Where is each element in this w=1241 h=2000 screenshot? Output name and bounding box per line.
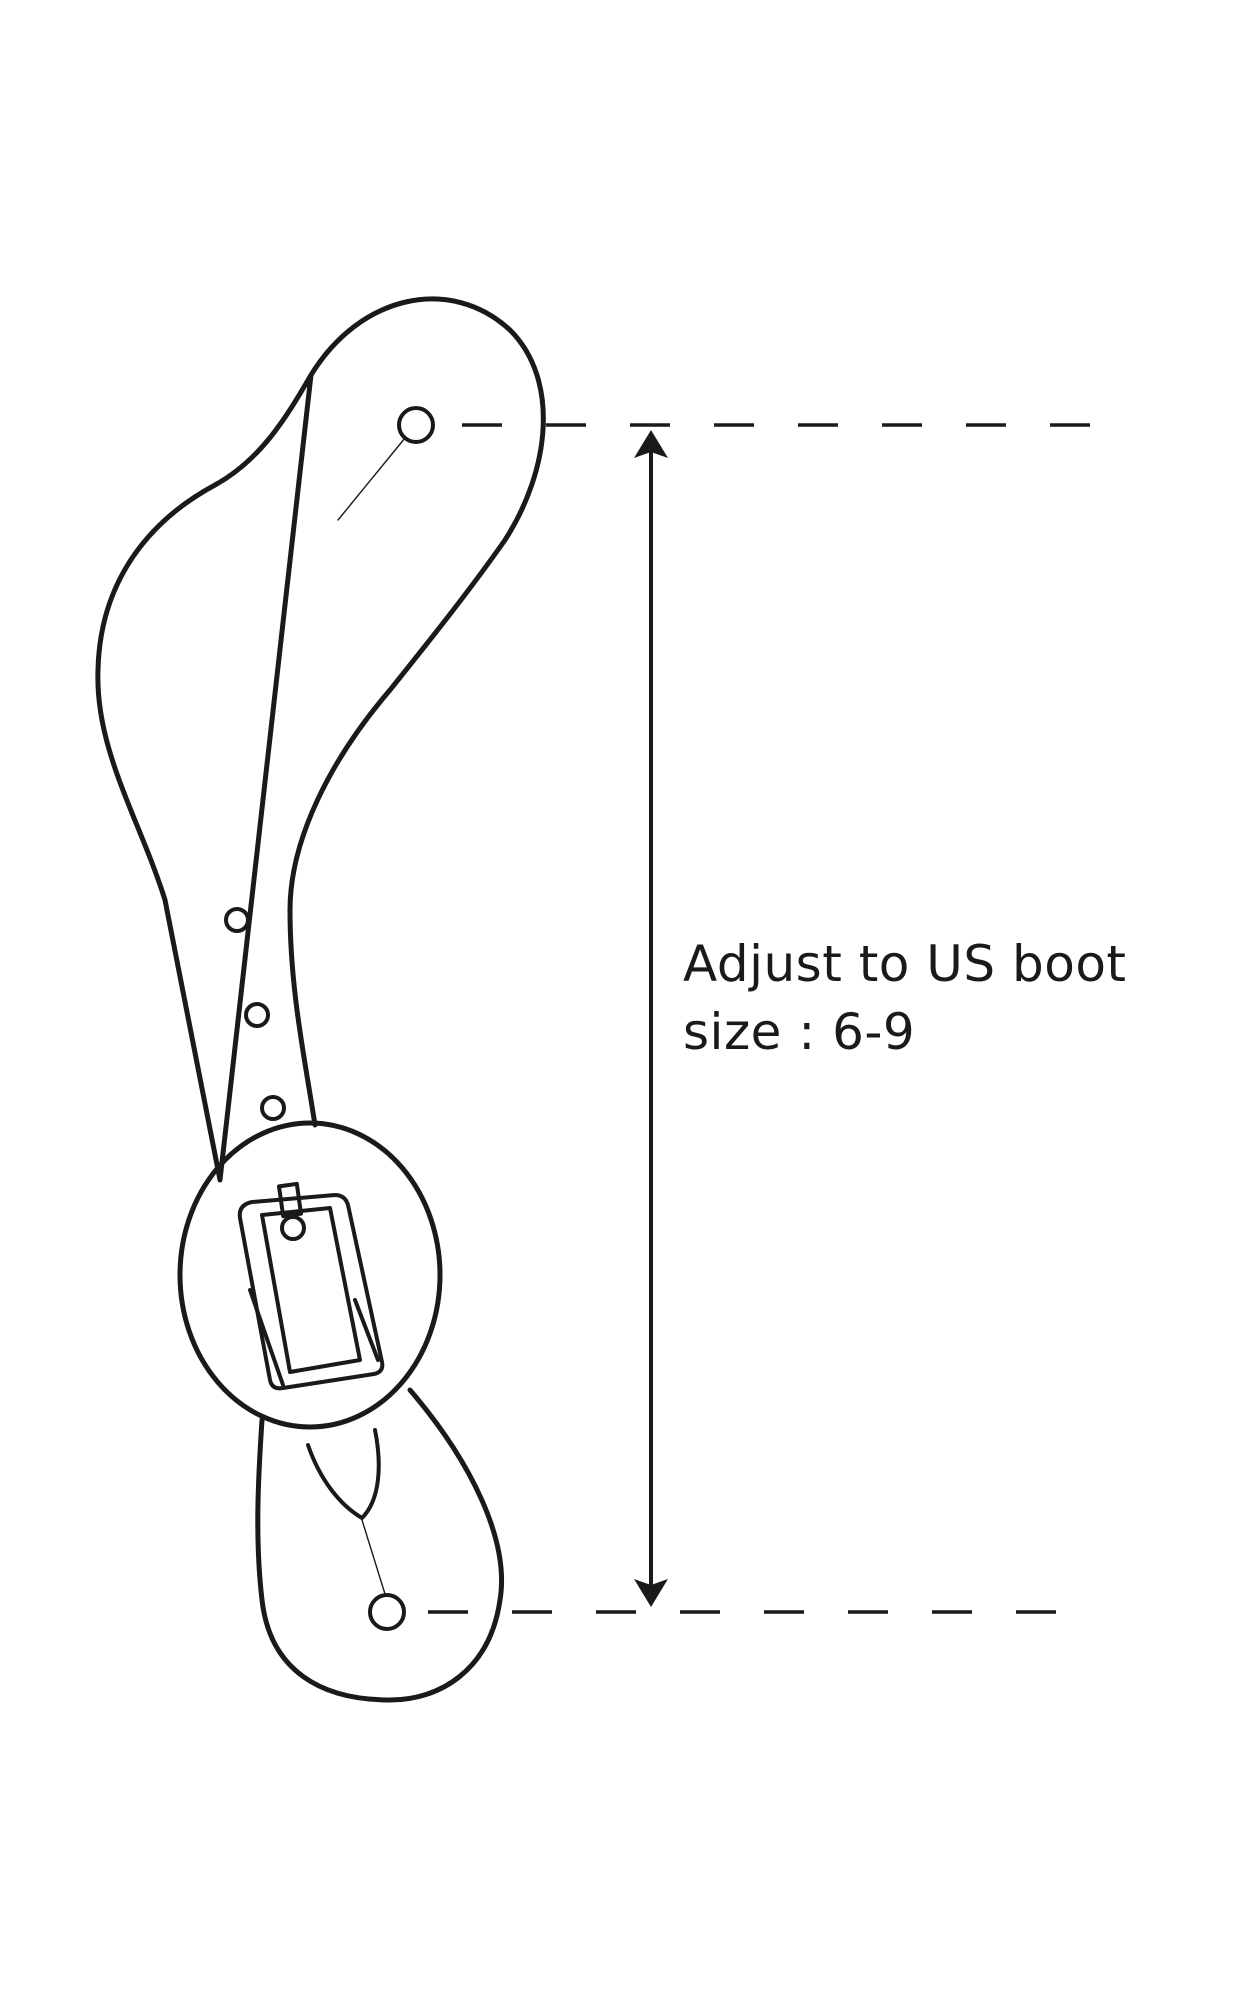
annotation-line-2: size : 6-9 [683,1003,916,1061]
buckle-pin [280,1215,306,1241]
bottom-rivet-hole [368,1593,406,1631]
buckle-frame-diagonal-right [353,1298,380,1362]
strap-hole [224,907,250,933]
strap-hole [260,1095,286,1121]
buckle-oval [177,1120,443,1430]
top-rivet-hole [397,406,435,444]
buckle-frame-diagonal-left [248,1288,285,1387]
arrow-down-icon [634,1579,668,1607]
boot-size-annotation: Adjust to US boot size : 6-9 [683,930,1203,1066]
strap-hole [244,1002,270,1028]
lower-strap-outline [255,1387,504,1703]
upper-strap-outline [95,296,546,1183]
arrow-up-icon [634,430,668,458]
buckle-tongue [276,1181,304,1219]
buckle-frame [237,1193,385,1391]
bottom-stitch-line [361,1519,386,1595]
strap-keeper-loop [306,1428,381,1520]
annotation-line-1: Adjust to US boot [683,935,1127,993]
buckle-frame-inner [260,1206,362,1374]
top-stitch-line [337,437,406,521]
